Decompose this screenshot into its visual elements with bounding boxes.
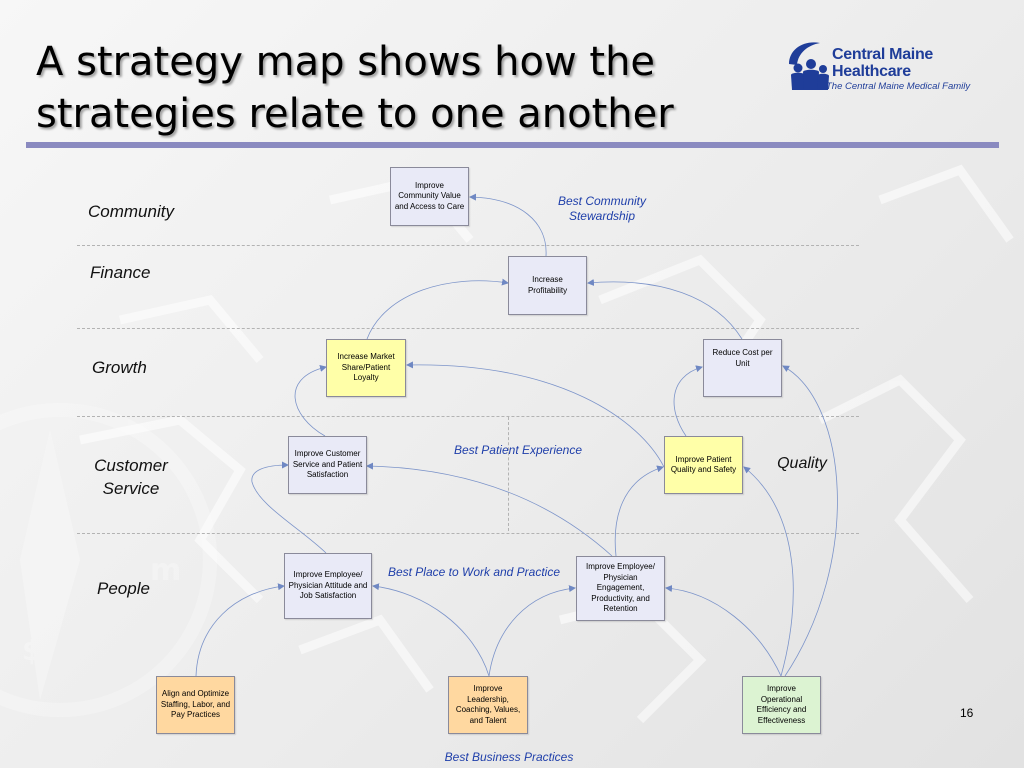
page-number: 16 [960, 706, 974, 720]
node-improve-operational-efficiency: Improve Operational Efficiency and Effec… [742, 676, 821, 734]
node-align-staffing: Align and Optimize Staffing, Labor, and … [156, 676, 235, 734]
row-label-finance: Finance [90, 263, 151, 282]
row-label-community: Community [88, 202, 174, 221]
company-logo: Central Maine Healthcare The Central Mai… [786, 38, 1006, 98]
node-improve-patient-quality: Improve Patient Quality and Safety [664, 436, 743, 494]
title-underline [26, 142, 999, 148]
row-divider [77, 416, 859, 417]
logo-tagline: The Central Maine Medical Family [826, 81, 971, 92]
theme-patient-experience: Best Patient Experience [453, 443, 583, 457]
node-increase-market-share: Increase Market Share/Patient Loyalty [326, 339, 406, 397]
theme-quality: Quality [777, 455, 827, 472]
node-increase-profitability: Increase Profitability [508, 256, 587, 315]
logo-name-line2: Healthcare [832, 63, 911, 80]
row-label-people: People [97, 579, 150, 598]
svg-text:m: m [150, 553, 181, 588]
people-group-logo-icon [789, 42, 829, 90]
row-label-customer-service: Customer Service [94, 456, 168, 498]
node-improve-employee-engagement: Improve Employee/ Physician Engagement, … [576, 556, 665, 621]
row-divider [77, 533, 859, 534]
node-reduce-cost-per-unit: Reduce Cost per Unit [703, 339, 782, 397]
theme-business-practices: Best Business Practices [444, 750, 574, 764]
column-divider [508, 417, 509, 531]
svg-text:$: $ [22, 634, 41, 667]
logo-name-line1: Central Maine [832, 46, 934, 63]
node-improve-community-value: Improve Community Value and Access to Ca… [390, 167, 469, 226]
row-divider [77, 328, 859, 329]
row-divider [77, 245, 859, 246]
theme-community-stewardship: Best Community Stewardship [557, 194, 647, 223]
node-improve-employee-attitude: Improve Employee/ Physician Attitude and… [284, 553, 372, 619]
row-label-growth: Growth [92, 358, 147, 377]
theme-best-place-to-work: Best Place to Work and Practice [387, 565, 561, 579]
node-improve-leadership: Improve Leadership, Coaching, Values, an… [448, 676, 528, 734]
slide-title: A strategy map shows how the strategies … [36, 39, 674, 137]
node-improve-customer-service: Improve Customer Service and Patient Sat… [288, 436, 367, 494]
